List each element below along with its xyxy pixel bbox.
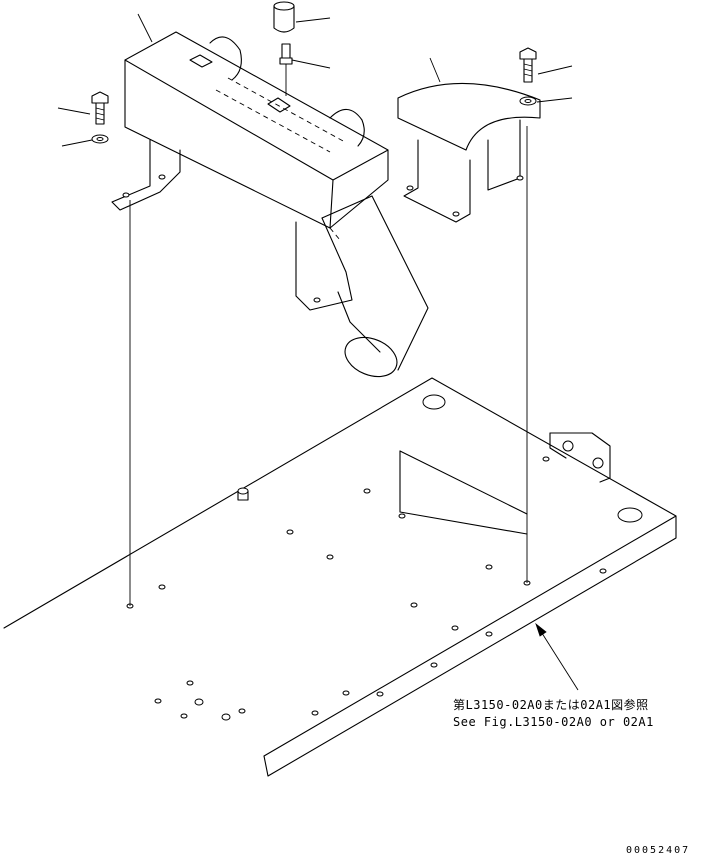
reference-note-english: See Fig.L3150-02A0 or 02A1	[453, 715, 654, 729]
plate-holes	[126, 456, 607, 721]
saddle-bracket	[397, 82, 541, 223]
reference-note-japanese: 第L3150-02A0または02A1図参照	[453, 698, 649, 712]
drawing-number: 00052407	[626, 845, 691, 856]
right-bolt	[519, 47, 537, 83]
left-bolt	[91, 91, 109, 125]
valve	[279, 43, 293, 96]
callout-leaders	[57, 13, 579, 691]
assembly-lines	[129, 126, 528, 606]
right-washer	[519, 96, 537, 106]
left-washer	[91, 134, 109, 144]
air-tank-assembly	[111, 31, 429, 378]
base-plate	[3, 377, 677, 777]
filter-cap	[273, 1, 295, 33]
